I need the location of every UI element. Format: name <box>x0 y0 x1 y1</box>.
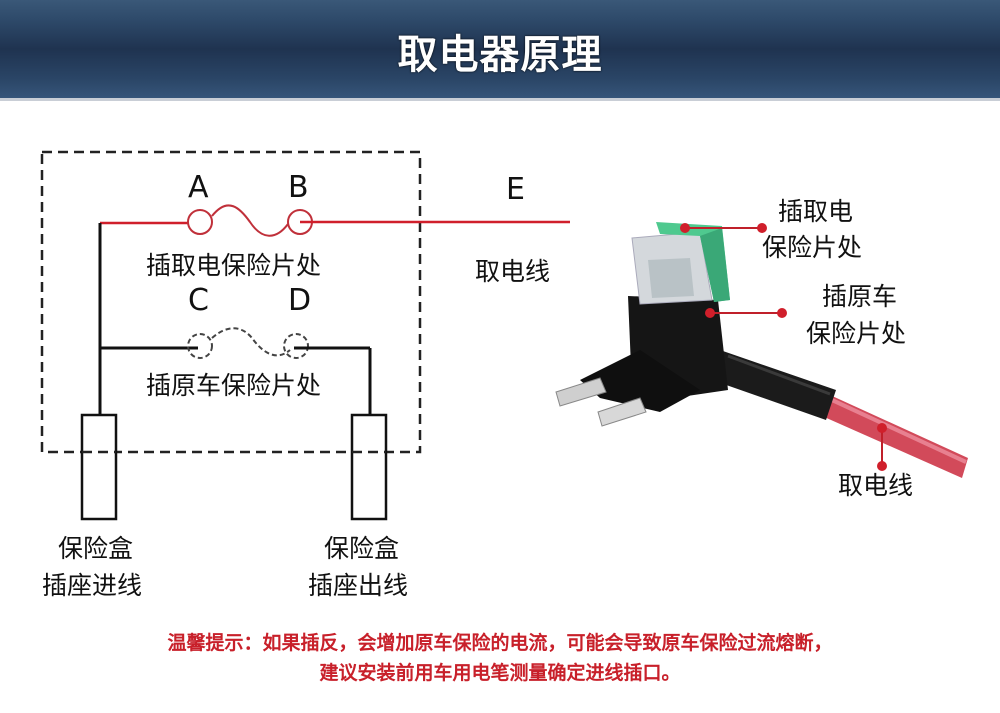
terminal-d-label: D <box>288 283 312 318</box>
callout-power-wire: 取电线 <box>838 471 914 500</box>
red-power-wire <box>822 395 968 478</box>
callout-tap-fuse-1: 插取电 <box>778 197 854 226</box>
fuse-box-out-label-2: 插座出线 <box>308 571 409 600</box>
callout-tap-fuse-2: 保险片处 <box>762 233 863 262</box>
fuse-tap-product <box>555 222 968 478</box>
terminal-b-label: B <box>288 170 309 205</box>
callout-original-fuse-2: 保险片处 <box>806 319 907 348</box>
terminal-c <box>187 333 213 359</box>
power-wire-label: 取电线 <box>475 257 551 286</box>
original-fuse-slot-label: 插原车保险片处 <box>146 371 322 400</box>
socket-out-pin <box>350 413 388 521</box>
terminal-a <box>187 209 213 235</box>
terminal-e-label: E <box>506 172 525 207</box>
blade-2 <box>597 397 647 427</box>
header-banner: 取电器原理 <box>0 0 1000 101</box>
tap-fuse-element <box>211 204 289 237</box>
terminal-d <box>283 333 309 359</box>
callout-original-fuse-1: 插原车 <box>822 282 898 311</box>
terminal-c-label: C <box>188 283 209 318</box>
tap-fuse-slot-label: 插取电保险片处 <box>146 251 322 280</box>
warning-notice: 温馨提示：如果插反，会增加原车保险的电流，可能会导致原车保险过流熔断， 建议安装… <box>0 628 1000 688</box>
page-title: 取电器原理 <box>397 32 603 78</box>
fuse-box-in-label-1: 保险盒 <box>58 534 134 563</box>
terminal-a-label: A <box>188 170 209 205</box>
warning-line-1: 温馨提示：如果插反，会增加原车保险的电流，可能会导致原车保险过流熔断， <box>167 632 833 654</box>
original-fuse-element <box>211 327 291 357</box>
fuse-box-in-label-2: 插座进线 <box>42 571 143 600</box>
blade-1 <box>555 377 607 407</box>
fuse-box-out-label-1: 保险盒 <box>324 534 400 563</box>
warning-line-2: 建议安装前用车用电笔测量确定进线插口。 <box>319 662 681 684</box>
wire-sleeve <box>712 350 836 420</box>
socket-in-pin <box>80 413 118 521</box>
fuse-holder-boundary <box>40 150 422 454</box>
